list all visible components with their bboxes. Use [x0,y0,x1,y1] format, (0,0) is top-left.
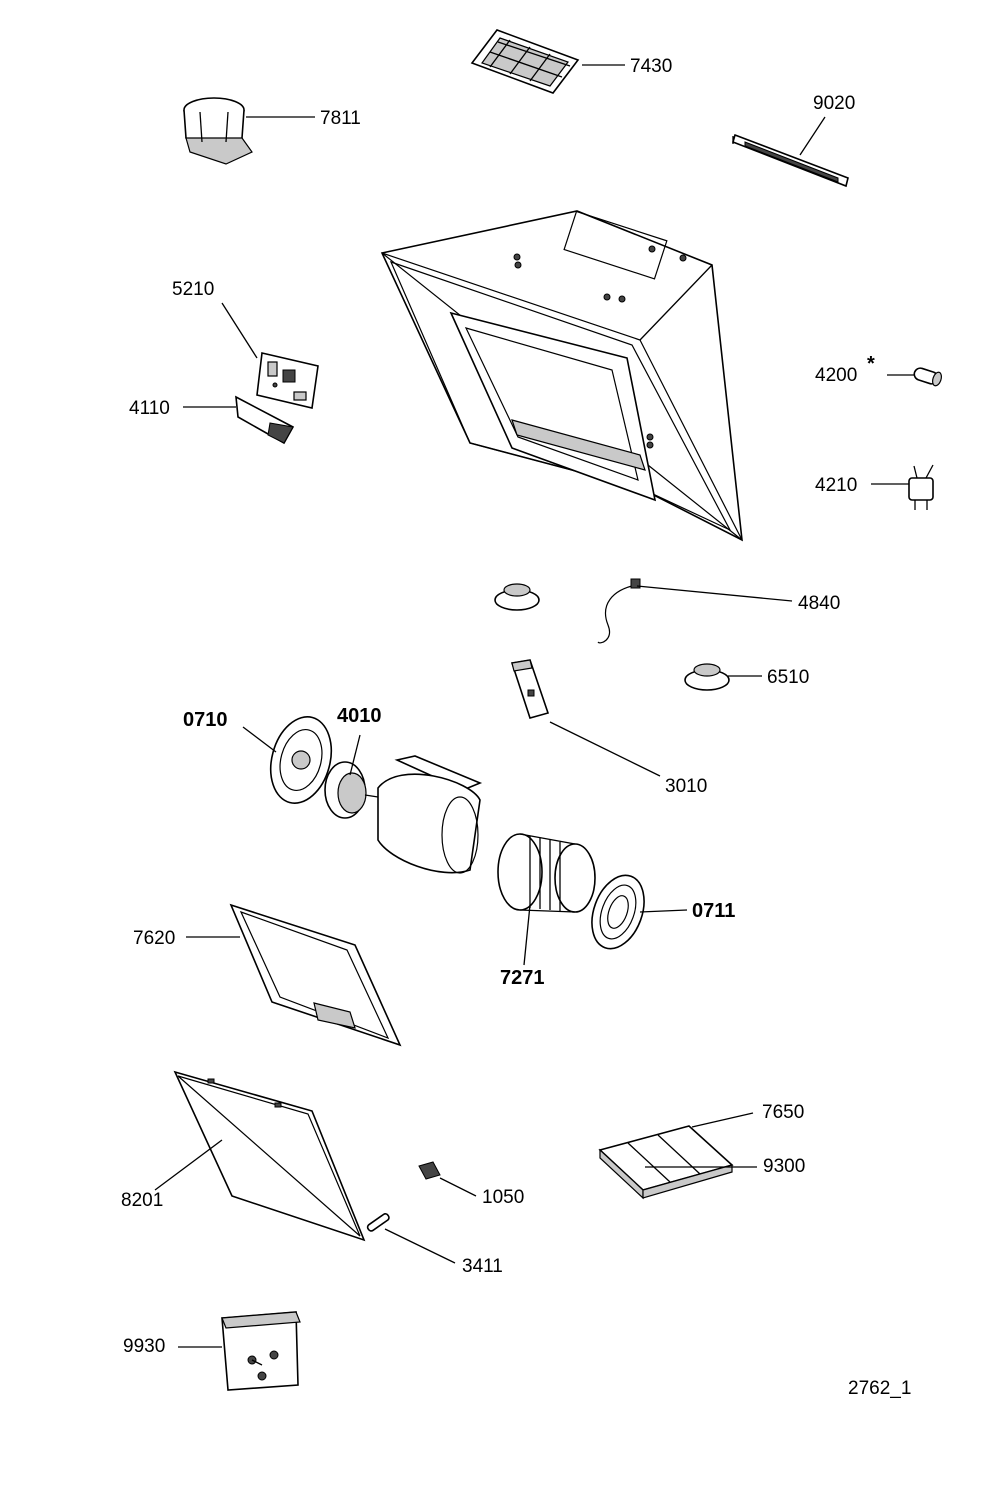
trim-strip-icon [732,133,849,188]
capacitor-icon [908,464,934,510]
duct-adapter-icon [183,97,253,165]
clip-icon [418,1161,441,1180]
part-label-1050: 1050 [482,1187,524,1208]
switch-block-icon [510,659,550,719]
part-label-9930: 9930 [123,1336,165,1357]
screw-bag-icon [221,1311,301,1391]
part-labels: 7430 7811 9020 5210 4110 4200 * 4210 484… [121,56,911,1399]
diagram-id: 2762_1 [848,1378,911,1399]
part-label-0711: 0711 [692,900,735,922]
part-label-4010: 4010 [337,705,382,727]
part-label-7271: 7271 [500,967,545,989]
power-cable-icon [597,578,641,644]
hood-body [380,210,743,542]
leader-lines [154,64,914,1348]
glass-panel-icon [173,1070,366,1242]
part-label-4200: 4200 [815,365,857,386]
part-label-9020: 9020 [813,93,855,114]
fan-cover-icon [269,716,645,950]
part-label-4110: 4110 [129,398,170,419]
motor-icon [324,761,379,819]
lamp-bulb-icon [913,367,942,387]
part-label-7650: 7650 [762,1102,804,1123]
part-label-8201: 8201 [121,1190,163,1211]
part-label-4210: 4210 [815,475,857,496]
filter-pad-icon [598,1125,734,1200]
circuit-board-icon [256,352,319,409]
part-label-9300: 9300 [763,1156,805,1177]
fan-wheel-icon [497,833,596,913]
board-cover-icon [235,395,295,445]
part-label-4840: 4840 [798,593,840,614]
part-label-7430: 7430 [630,56,672,77]
part-label-0710: 0710 [183,709,228,731]
knob-icon [494,583,730,691]
grease-filter-icon [229,903,402,1047]
part-label-3411: 3411 [462,1256,503,1277]
hinge-pin-icon [366,1213,390,1232]
part-label-5210: 5210 [172,279,214,300]
fan-housing-icon [377,755,483,874]
part-label-7620: 7620 [133,928,175,949]
part-label-6510: 6510 [767,667,809,688]
part-label-7811: 7811 [320,108,361,129]
part-label-4200-asterisk: * [867,353,875,375]
carbon-filter-grid-icon [470,29,580,94]
part-label-3010: 3010 [665,776,707,797]
